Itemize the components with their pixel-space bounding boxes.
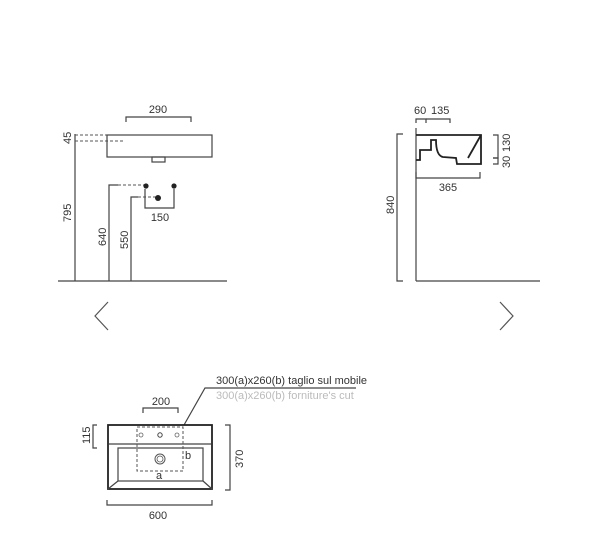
- drain: [151, 156, 166, 163]
- front-view: 290 45 795 150 640 550: [58, 104, 227, 282]
- basin-top: [107, 424, 213, 490]
- cut-note-italian: 300(a)x260(b) taglio sul mobile: [216, 375, 367, 387]
- dimension-550: 550: [119, 231, 131, 249]
- basin-section: [416, 134, 482, 165]
- drain-hole: [154, 453, 166, 465]
- bracket-135: [426, 118, 451, 123]
- cut-note-english: 300(a)x260(b) forniture's cut: [216, 390, 354, 402]
- bracket-115: [92, 424, 97, 449]
- dimension-130: 130: [501, 134, 513, 152]
- dimension-365: 365: [439, 182, 457, 194]
- water-inlet: [171, 183, 177, 189]
- pipe-line-640: [108, 184, 118, 281]
- chevron-right-icon: [499, 301, 514, 331]
- dimension-200: 200: [152, 396, 170, 408]
- label-b: b: [185, 450, 191, 462]
- dimension-115: 115: [81, 426, 93, 444]
- bracket-200: [142, 407, 179, 413]
- dimension-370: 370: [234, 450, 246, 468]
- previous-button[interactable]: [88, 298, 114, 334]
- water-inlet: [143, 183, 149, 189]
- dimension-840: 840: [385, 196, 397, 214]
- dimension-60: 60: [414, 105, 426, 117]
- next-button[interactable]: [494, 298, 520, 334]
- tap-hole: [157, 432, 163, 438]
- bracket-365: [415, 172, 481, 179]
- dimension-290: 290: [149, 104, 167, 116]
- tap-hole: [174, 432, 180, 438]
- basin-edge: [467, 134, 482, 159]
- bracket-30: [493, 157, 499, 165]
- dimension-600: 600: [149, 510, 167, 522]
- bracket-840: [396, 133, 403, 282]
- bracket-600: [106, 500, 213, 506]
- chevron-left-icon: [94, 301, 109, 331]
- dimension-30: 30: [501, 156, 513, 168]
- dimension-795: 795: [62, 204, 74, 222]
- bracket-290: [125, 116, 192, 122]
- label-a: a: [156, 470, 163, 482]
- bowl: [117, 447, 204, 482]
- bracket-130: [493, 134, 499, 159]
- side-view: 840 60 135 365 30 130: [385, 105, 540, 282]
- note-leader-line: [183, 387, 356, 426]
- cut-outline: [136, 426, 184, 472]
- dimension-150: 150: [151, 212, 169, 224]
- dimension-45: 45: [62, 132, 74, 144]
- bracket-150: [144, 189, 175, 209]
- basin-front: [106, 134, 213, 158]
- dimension-640: 640: [97, 228, 109, 246]
- dimension-135: 135: [431, 105, 449, 117]
- bracket-370: [225, 424, 231, 491]
- drain-outlet: [155, 195, 161, 201]
- pipe-line-550: [130, 196, 138, 281]
- top-view: 300(a)x260(b) taglio sul mobile 300(a)x2…: [81, 375, 367, 522]
- tap-hole: [138, 432, 144, 438]
- bracket-60: [415, 118, 427, 123]
